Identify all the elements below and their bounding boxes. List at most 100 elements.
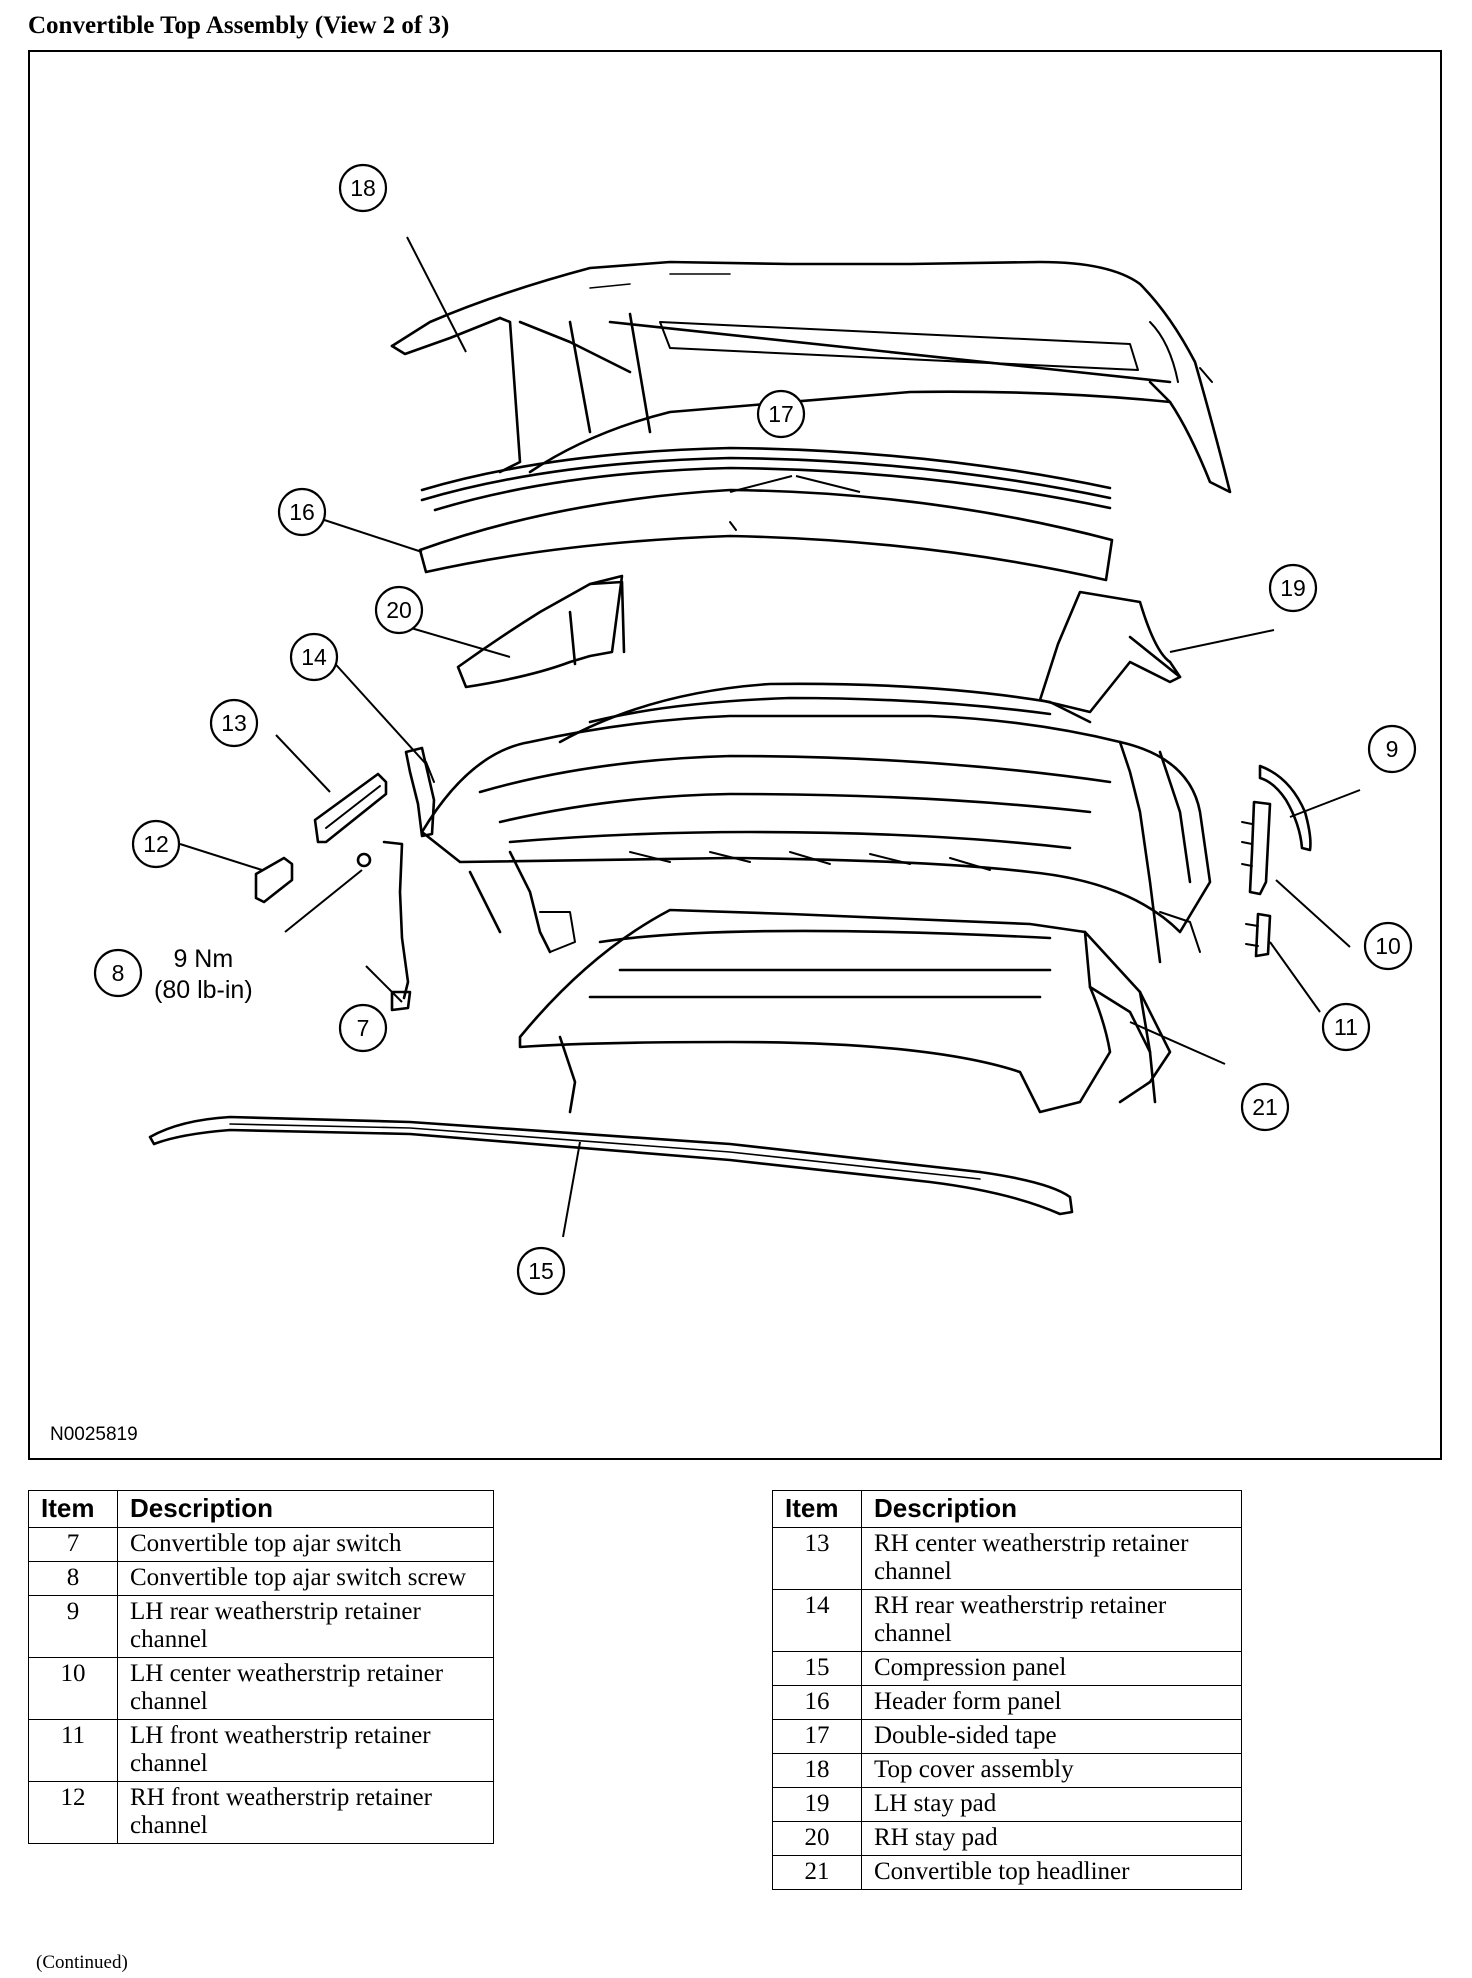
torque-value: 9 Nm xyxy=(173,945,234,973)
callout-16: 16 xyxy=(289,499,315,525)
table-row: 19 LH stay pad xyxy=(772,1787,1242,1822)
top-cover-assembly xyxy=(390,260,1232,494)
parts-table-left: Item Description 7 Convertible top ajar … xyxy=(28,1490,494,1844)
callout-circle-20 xyxy=(374,585,424,635)
callout-8: 8 xyxy=(112,960,125,986)
callout-21: 21 xyxy=(1252,1094,1278,1120)
item-description: RH front weatherstrip retainer channel xyxy=(117,1781,494,1844)
callout-circle-18 xyxy=(338,163,388,213)
callout-circle-13 xyxy=(209,698,259,748)
item-description: Convertible top ajar switch xyxy=(117,1527,494,1562)
convertible-top-ajar-switch xyxy=(382,840,412,1012)
convertible-top-headliner xyxy=(518,908,1172,1114)
table-row: 20 RH stay pad xyxy=(772,1821,1242,1856)
callout-circle-10 xyxy=(1363,921,1413,971)
item-number: 18 xyxy=(772,1753,862,1788)
callout-circle-16 xyxy=(277,487,327,537)
lh-rear-weatherstrip-channel xyxy=(1258,764,1312,852)
double-sided-tape xyxy=(420,446,1112,512)
rh-front-weatherstrip-channel xyxy=(254,856,294,904)
item-description: Header form panel xyxy=(861,1685,1242,1720)
callout-20: 20 xyxy=(386,597,412,623)
column-header-item: Item xyxy=(28,1490,118,1528)
column-header-item: Item xyxy=(772,1490,862,1528)
item-description: LH center weatherstrip retainer channel xyxy=(117,1657,494,1720)
item-description: Double-sided tape xyxy=(861,1719,1242,1754)
table-row: 7 Convertible top ajar switch xyxy=(28,1527,494,1562)
callout-circle-19 xyxy=(1268,563,1318,613)
callout-circle-21 xyxy=(1240,1082,1290,1132)
compression-panel xyxy=(148,1115,1074,1216)
header-form-panel xyxy=(418,488,1114,582)
callout-circle-17 xyxy=(756,389,806,439)
item-description: Top cover assembly xyxy=(861,1753,1242,1788)
parts-table-right: Item Description 13 RH center weatherstr… xyxy=(772,1490,1242,1890)
lh-front-weatherstrip-channel xyxy=(1245,912,1272,958)
table-row: 10 LH center weatherstrip retainer chann… xyxy=(28,1657,494,1720)
callout-15: 15 xyxy=(528,1258,554,1284)
callout-circle-11 xyxy=(1321,1002,1371,1052)
item-number: 9 xyxy=(28,1595,118,1658)
item-description: Compression panel xyxy=(861,1651,1242,1686)
table-row: 21 Convertible top headliner xyxy=(772,1855,1242,1890)
callout-circle-7 xyxy=(338,1003,388,1053)
callout-10: 10 xyxy=(1375,933,1401,959)
item-description: Convertible top headliner xyxy=(861,1855,1242,1890)
table-row: 13 RH center weatherstrip retainer chann… xyxy=(772,1527,1242,1590)
callout-circle-14 xyxy=(289,632,339,682)
item-number: 19 xyxy=(772,1787,862,1822)
lh-stay-pad xyxy=(1038,590,1182,714)
diagram-drawing: 7 8 9 10 11 12 13 14 15 16 17 18 19 20 2… xyxy=(93,163,1417,1296)
callout-12: 12 xyxy=(143,831,169,857)
table-row: 14 RH rear weatherstrip retainer channel xyxy=(772,1589,1242,1652)
rh-rear-weatherstrip-channel xyxy=(404,746,436,838)
table-row: 18 Top cover assembly xyxy=(772,1753,1242,1788)
lh-center-weatherstrip-channel xyxy=(1241,800,1272,896)
torque-spec: 9 Nm (80 lb-in) xyxy=(154,944,253,1006)
callout-11: 11 xyxy=(1334,1014,1358,1040)
callout-circle-8 xyxy=(93,948,143,998)
table-row: 12 RH front weatherstrip retainer channe… xyxy=(28,1781,494,1844)
item-description: Convertible top ajar switch screw xyxy=(117,1561,494,1596)
column-header-description: Description xyxy=(861,1490,1242,1528)
item-number: 12 xyxy=(28,1781,118,1844)
item-description: LH rear weatherstrip retainer channel xyxy=(117,1595,494,1658)
item-description: RH center weatherstrip retainer channel xyxy=(861,1527,1242,1590)
callout-18: 18 xyxy=(350,175,376,201)
table-row: 11 LH front weatherstrip retainer channe… xyxy=(28,1719,494,1782)
item-number: 10 xyxy=(28,1657,118,1720)
item-description: RH rear weatherstrip retainer channel xyxy=(861,1589,1242,1652)
item-number: 7 xyxy=(28,1527,118,1562)
figure-code: N0025819 xyxy=(50,1424,138,1445)
item-number: 8 xyxy=(28,1561,118,1596)
item-number: 17 xyxy=(772,1719,862,1754)
callout-17: 17 xyxy=(768,401,794,427)
table-row: 16 Header form panel xyxy=(772,1685,1242,1720)
page-title: Convertible Top Assembly (View 2 of 3) xyxy=(28,12,450,39)
leader-lines xyxy=(125,236,1361,1238)
callout-14: 14 xyxy=(301,644,327,670)
item-description: LH front weatherstrip retainer channel xyxy=(117,1719,494,1782)
item-description: RH stay pad xyxy=(861,1821,1242,1856)
item-number: 15 xyxy=(772,1651,862,1686)
table-row: 8 Convertible top ajar switch screw xyxy=(28,1561,494,1596)
column-header-description: Description xyxy=(117,1490,494,1528)
item-number: 11 xyxy=(28,1719,118,1782)
top-frame-assembly xyxy=(420,682,1212,964)
item-number: 16 xyxy=(772,1685,862,1720)
callout-9: 9 xyxy=(1386,736,1399,762)
callout-circle-15 xyxy=(516,1246,566,1296)
rh-center-weatherstrip-channel xyxy=(313,772,388,844)
item-number: 21 xyxy=(772,1855,862,1890)
continued-note: (Continued) xyxy=(36,1952,128,1973)
table-row: 9 LH rear weatherstrip retainer channel xyxy=(28,1595,494,1658)
callout-circles xyxy=(93,163,1417,1296)
callout-circle-9 xyxy=(1367,724,1417,774)
table-row: 17 Double-sided tape xyxy=(772,1719,1242,1754)
callout-13: 13 xyxy=(221,710,247,736)
callout-19: 19 xyxy=(1280,575,1306,601)
rh-stay-pad xyxy=(456,574,626,689)
callout-7: 7 xyxy=(357,1015,370,1041)
ajar-switch-screw xyxy=(356,852,372,868)
torque-value-alt: (80 lb-in) xyxy=(154,976,253,1004)
